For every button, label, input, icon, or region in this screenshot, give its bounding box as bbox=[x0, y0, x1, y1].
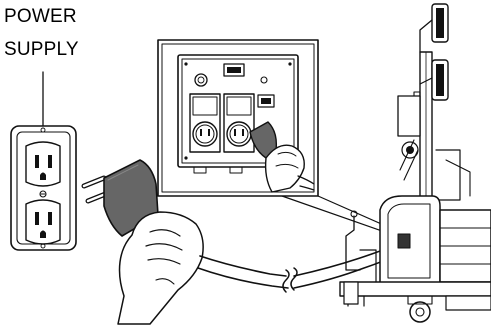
wall-outlet bbox=[11, 126, 76, 250]
callout-inset bbox=[158, 40, 318, 196]
light-tower-machine bbox=[340, 4, 491, 322]
